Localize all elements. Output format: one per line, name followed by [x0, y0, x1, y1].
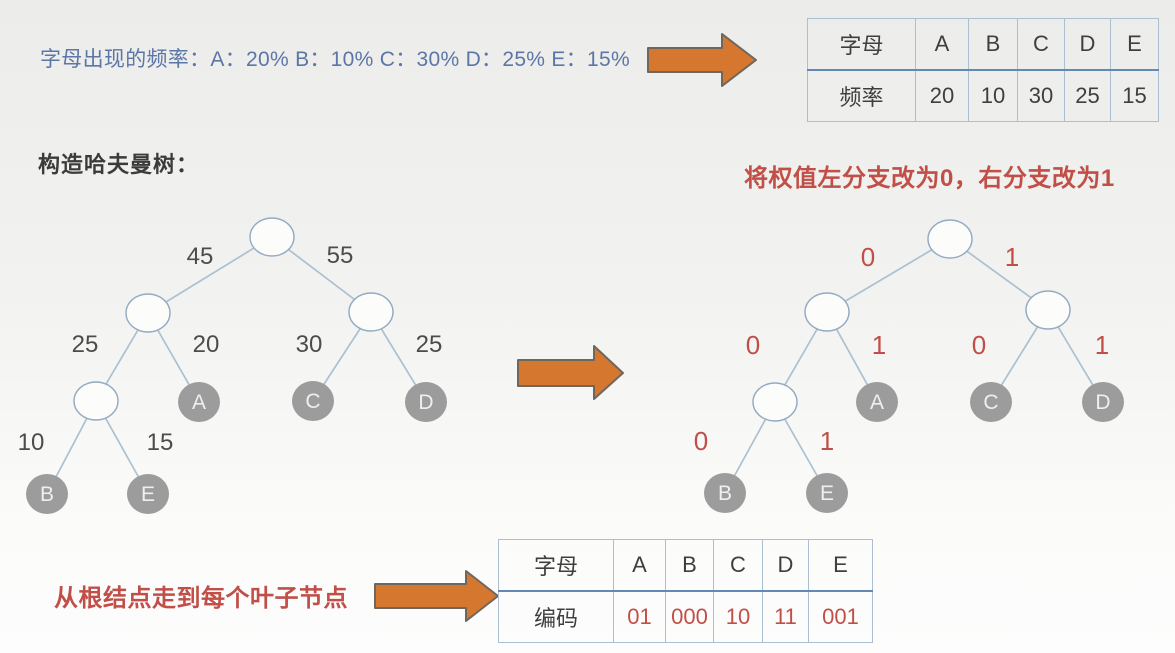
table-header-cell: A — [613, 539, 666, 592]
table-header-cell: A — [915, 18, 969, 71]
internal-node-root — [249, 217, 295, 257]
leaf-node-e — [127, 474, 169, 514]
table-cell: 001 — [808, 590, 873, 643]
table-cell: 频率 — [807, 69, 916, 122]
leaf-label: B — [718, 482, 732, 505]
construct-heading: 构造哈夫曼树： — [38, 152, 200, 177]
tree-edge — [147, 236, 273, 314]
table-header-cell: 字母 — [807, 18, 916, 71]
internal-node-root — [927, 219, 973, 259]
table-cell: 11 — [762, 590, 809, 643]
branch-bit-label: 1 — [820, 426, 834, 456]
frequency-table: 字母 A B C D E 频率 20 10 30 25 15 — [807, 18, 1159, 122]
right-arrow-icon — [647, 33, 757, 87]
internal-node — [752, 382, 798, 422]
table-row: 字母 A B C D E — [498, 539, 873, 592]
table-cell: 25 — [1064, 69, 1111, 122]
table-row: 频率 20 10 30 25 15 — [807, 69, 1159, 122]
table-header-cell: 字母 — [498, 539, 614, 592]
code-table: 字母 A B C D E 编码 01 000 10 11 001 — [498, 539, 873, 643]
table-cell: 10 — [713, 590, 763, 643]
table-cell: 10 — [968, 69, 1018, 122]
leaf-node-a — [856, 382, 898, 422]
table-row: 编码 01 000 10 11 001 — [498, 590, 873, 643]
leaf-label: D — [418, 391, 433, 414]
table-header-cell: B — [665, 539, 714, 592]
frequency-statement: 字母出现的频率：A：20% B：10% C：30% D：25% E：15% — [40, 48, 630, 71]
tree-edge — [826, 238, 951, 313]
branch-rule-note: 将权值左分支改为0，右分支改为1 — [744, 165, 1115, 192]
table-cell: 000 — [665, 590, 714, 643]
internal-node — [804, 292, 850, 332]
branch-bit-label: 0 — [746, 330, 760, 360]
traverse-note: 从根结点走到每个叶子节点 — [54, 585, 348, 612]
leaf-label: D — [1095, 391, 1110, 414]
edge-weight-label: 25 — [416, 331, 443, 358]
branch-bit-label: 1 — [1095, 330, 1109, 360]
edge-weight-label: 15 — [147, 429, 174, 456]
leaf-node-b — [704, 473, 746, 513]
branch-bit-label: 1 — [872, 330, 886, 360]
leaf-node-a — [178, 382, 220, 422]
table-cell: 20 — [915, 69, 969, 122]
leaf-node-d — [405, 382, 447, 422]
edge-weight-label: 10 — [18, 429, 45, 456]
table-row: 字母 A B C D E — [807, 18, 1159, 71]
edge-weight-label: 45 — [187, 243, 214, 270]
table-cell: 01 — [613, 590, 666, 643]
leaf-label: C — [983, 391, 998, 414]
branch-bit-label: 0 — [694, 426, 708, 456]
internal-node — [73, 381, 119, 421]
table-header-cell: B — [968, 18, 1018, 71]
huffman-tree-coded: A C D B E 0 1 0 1 0 1 0 1 — [694, 219, 1124, 513]
right-arrow-icon — [517, 345, 624, 400]
leaf-label: A — [870, 391, 884, 414]
table-header-cell: D — [762, 539, 809, 592]
leaf-node-c — [970, 382, 1012, 422]
table-header-cell: E — [808, 539, 873, 592]
leaf-node-d — [1082, 382, 1124, 422]
edge-weight-label: 20 — [193, 331, 220, 358]
table-cell: 编码 — [498, 590, 614, 643]
internal-node — [348, 292, 394, 332]
table-header-cell: C — [1017, 18, 1065, 71]
table-cell: 15 — [1110, 69, 1159, 122]
branch-bit-label: 0 — [861, 242, 875, 272]
leaf-label: B — [40, 483, 54, 506]
table-header-cell: D — [1064, 18, 1111, 71]
internal-node — [1025, 290, 1071, 330]
leaf-node-e — [806, 473, 848, 513]
leaf-node-b — [26, 474, 68, 514]
leaf-node-c — [292, 381, 334, 421]
edge-weight-label: 55 — [327, 242, 354, 269]
table-header-cell: E — [1110, 18, 1159, 71]
branch-bit-label: 1 — [1005, 242, 1019, 272]
leaf-label: A — [192, 391, 206, 414]
leaf-label: C — [305, 390, 320, 413]
leaf-label: E — [141, 483, 155, 506]
leaf-label: E — [820, 482, 834, 505]
table-cell: 30 — [1017, 69, 1065, 122]
branch-bit-label: 0 — [972, 330, 986, 360]
huffman-tree-weighted: A C D B E 45 55 25 20 30 25 10 15 — [18, 217, 447, 514]
right-arrow-icon — [374, 570, 499, 622]
table-header-cell: C — [713, 539, 763, 592]
internal-node — [125, 293, 171, 333]
edge-weight-label: 25 — [72, 331, 99, 358]
edge-weight-label: 30 — [296, 331, 323, 358]
